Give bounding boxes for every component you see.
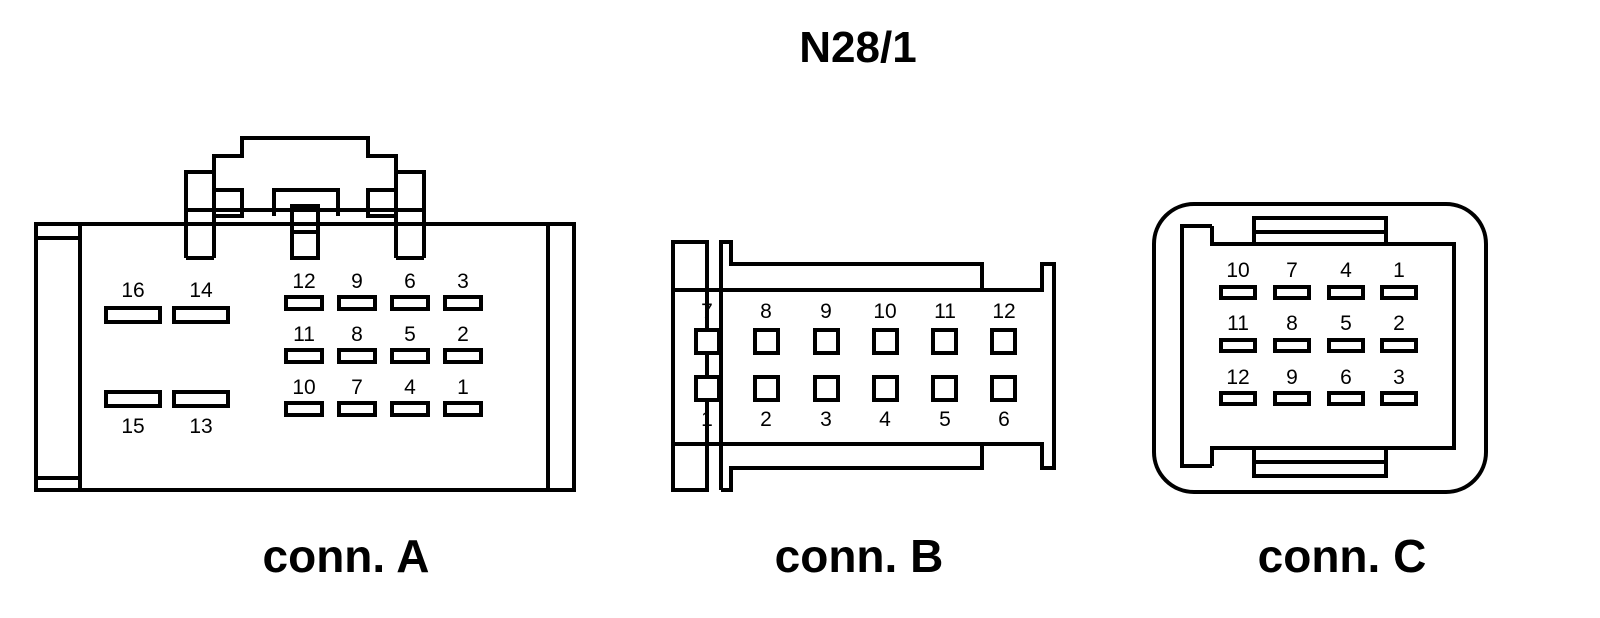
pin-slot <box>284 348 324 364</box>
pin-number: 6 <box>404 270 416 293</box>
pin-number: 5 <box>1340 312 1352 335</box>
pin-slot <box>1273 391 1311 406</box>
connector-a: 16 14 15 13 12 9 6 3 11 8 5 2 10 7 4 1 c… <box>34 136 576 582</box>
pin-number: 7 <box>351 376 363 399</box>
pin-number: 5 <box>404 323 416 346</box>
pin-number: 7 <box>1286 259 1298 282</box>
pin-number: 8 <box>1286 312 1298 335</box>
pin-number: 4 <box>1340 259 1352 282</box>
pin-slot <box>172 306 230 324</box>
pin-number: 10 <box>873 300 896 323</box>
pin-cavity <box>931 328 958 355</box>
pin-number: 11 <box>293 323 315 346</box>
pin-slot <box>104 306 162 324</box>
pin-number: 8 <box>351 323 363 346</box>
pin-cavity <box>872 375 899 402</box>
pin-slot <box>443 348 483 364</box>
pin-number: 9 <box>820 300 832 323</box>
pin-cavity <box>990 375 1017 402</box>
pin-number: 3 <box>457 270 469 293</box>
pin-number: 13 <box>189 415 212 438</box>
pin-number: 14 <box>189 279 213 302</box>
pin-slot <box>390 348 430 364</box>
pin-number: 9 <box>351 270 363 293</box>
pin-number: 1 <box>1393 259 1405 282</box>
pin-slot <box>1219 338 1257 353</box>
pin-cavity <box>990 328 1017 355</box>
pin-cavity <box>813 375 840 402</box>
pin-number: 1 <box>701 408 713 431</box>
pin-slot <box>1327 391 1365 406</box>
pin-number: 9 <box>1286 366 1298 389</box>
pin-number: 11 <box>1227 312 1249 335</box>
pin-number: 10 <box>292 376 315 399</box>
pin-slot <box>1273 338 1311 353</box>
pin-slot <box>104 390 162 408</box>
pin-number: 3 <box>820 408 832 431</box>
connector-c: 10 7 4 1 11 8 5 2 12 9 6 3 conn. C <box>1152 202 1488 582</box>
connector-b-label: conn. B <box>775 530 944 582</box>
pin-slot <box>443 295 483 311</box>
pin-slot <box>1380 338 1418 353</box>
connector-c-housing <box>1152 202 1488 494</box>
pin-slot <box>284 401 324 417</box>
pin-slot <box>390 295 430 311</box>
pin-slot <box>284 295 324 311</box>
pin-number: 6 <box>1340 366 1352 389</box>
pin-slot <box>1380 285 1418 300</box>
pin-cavity <box>872 328 899 355</box>
connector-a-label: conn. A <box>263 530 430 582</box>
pin-number: 4 <box>404 376 416 399</box>
pin-cavity <box>931 375 958 402</box>
pin-cavity <box>753 375 780 402</box>
connector-c-label: conn. C <box>1258 530 1427 582</box>
pin-slot <box>1273 285 1311 300</box>
pin-number: 4 <box>879 408 891 431</box>
pin-number: 2 <box>1393 312 1405 335</box>
connector-a-housing <box>34 136 576 492</box>
pin-cavity <box>813 328 840 355</box>
diagram-title: N28/1 <box>799 23 916 72</box>
pin-number: 2 <box>457 323 469 346</box>
pin-number: 7 <box>701 300 713 323</box>
pin-slot <box>337 348 377 364</box>
pin-slot <box>390 401 430 417</box>
pin-number: 10 <box>1226 259 1249 282</box>
pin-slot <box>1327 285 1365 300</box>
pin-slot <box>337 401 377 417</box>
pin-number: 12 <box>292 270 315 293</box>
pin-number: 12 <box>1226 366 1249 389</box>
pin-number: 3 <box>1393 366 1405 389</box>
pin-number: 11 <box>934 300 956 323</box>
connector-b: 7 8 9 10 11 12 1 2 3 4 5 6 conn. B <box>671 240 1056 582</box>
pin-cavity <box>694 328 721 355</box>
connector-b-housing <box>671 240 1056 492</box>
pin-number: 12 <box>992 300 1015 323</box>
pin-number: 5 <box>939 408 951 431</box>
pin-slot <box>1327 338 1365 353</box>
pin-slot <box>172 390 230 408</box>
pin-slot <box>1380 391 1418 406</box>
pin-slot <box>1219 285 1257 300</box>
pin-number: 16 <box>121 279 144 302</box>
pin-cavity <box>694 375 721 402</box>
pin-number: 15 <box>121 415 144 438</box>
pin-slot <box>337 295 377 311</box>
pin-number: 6 <box>998 408 1010 431</box>
pin-cavity <box>753 328 780 355</box>
pin-number: 2 <box>760 408 772 431</box>
pin-slot <box>443 401 483 417</box>
pin-number: 1 <box>457 376 469 399</box>
pin-slot <box>1219 391 1257 406</box>
pin-number: 8 <box>760 300 772 323</box>
